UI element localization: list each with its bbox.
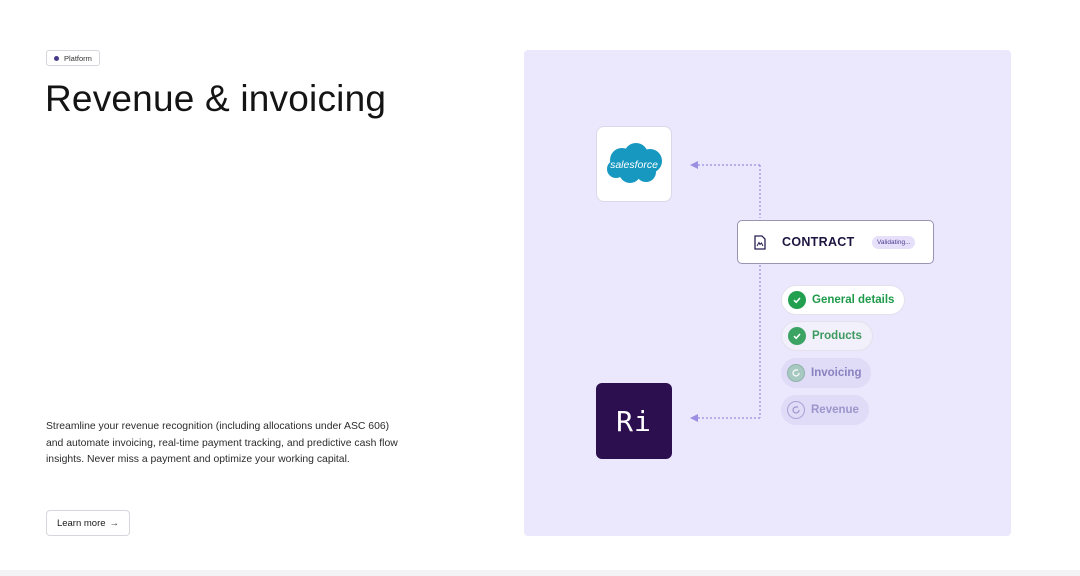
check-icon: [788, 291, 806, 309]
step-revenue: Revenue: [781, 395, 869, 425]
step-products: Products: [781, 321, 873, 351]
arrow-to-ri-icon: [690, 414, 698, 422]
badge-dot-icon: [54, 55, 59, 61]
salesforce-cloud-icon: salesforce: [607, 143, 662, 183]
contract-card: CONTRACT Validating...: [737, 220, 934, 264]
learn-more-button[interactable]: Learn more →: [46, 510, 130, 536]
learn-more-label: Learn more: [56, 517, 106, 529]
platform-badge: Platform: [46, 50, 100, 66]
salesforce-logo-card: salesforce: [596, 126, 672, 202]
refresh-icon: [787, 364, 805, 382]
refresh-icon: [787, 401, 805, 419]
contract-document-icon: [754, 235, 766, 250]
check-icon: [788, 327, 806, 345]
step-general-details: General details: [781, 285, 906, 315]
contract-label: CONTRACT: [782, 235, 855, 249]
page-title: Revenue & invoicing: [45, 78, 387, 119]
step-invoicing: Invoicing: [781, 358, 872, 388]
step-label: Products: [812, 330, 862, 342]
ri-logo-text: Ri: [616, 404, 652, 438]
connector-lines: [690, 161, 761, 422]
step-label: Revenue: [811, 404, 859, 416]
salesforce-wordmark: salesforce: [610, 159, 658, 171]
status-badge: Validating...: [872, 236, 916, 249]
footer-divider: [0, 570, 1080, 576]
arrow-right-icon: →: [109, 517, 120, 529]
illustration-panel: salesforce Ri CONTRACT Validating... Gen…: [524, 50, 1011, 536]
ri-logo-card: Ri: [596, 383, 672, 459]
step-label: General details: [812, 294, 895, 306]
badge-label: Platform: [64, 53, 92, 63]
step-label: Invoicing: [811, 367, 862, 379]
arrow-to-salesforce-icon: [690, 161, 698, 169]
hero-description: Streamline your revenue recognition (inc…: [46, 421, 398, 466]
